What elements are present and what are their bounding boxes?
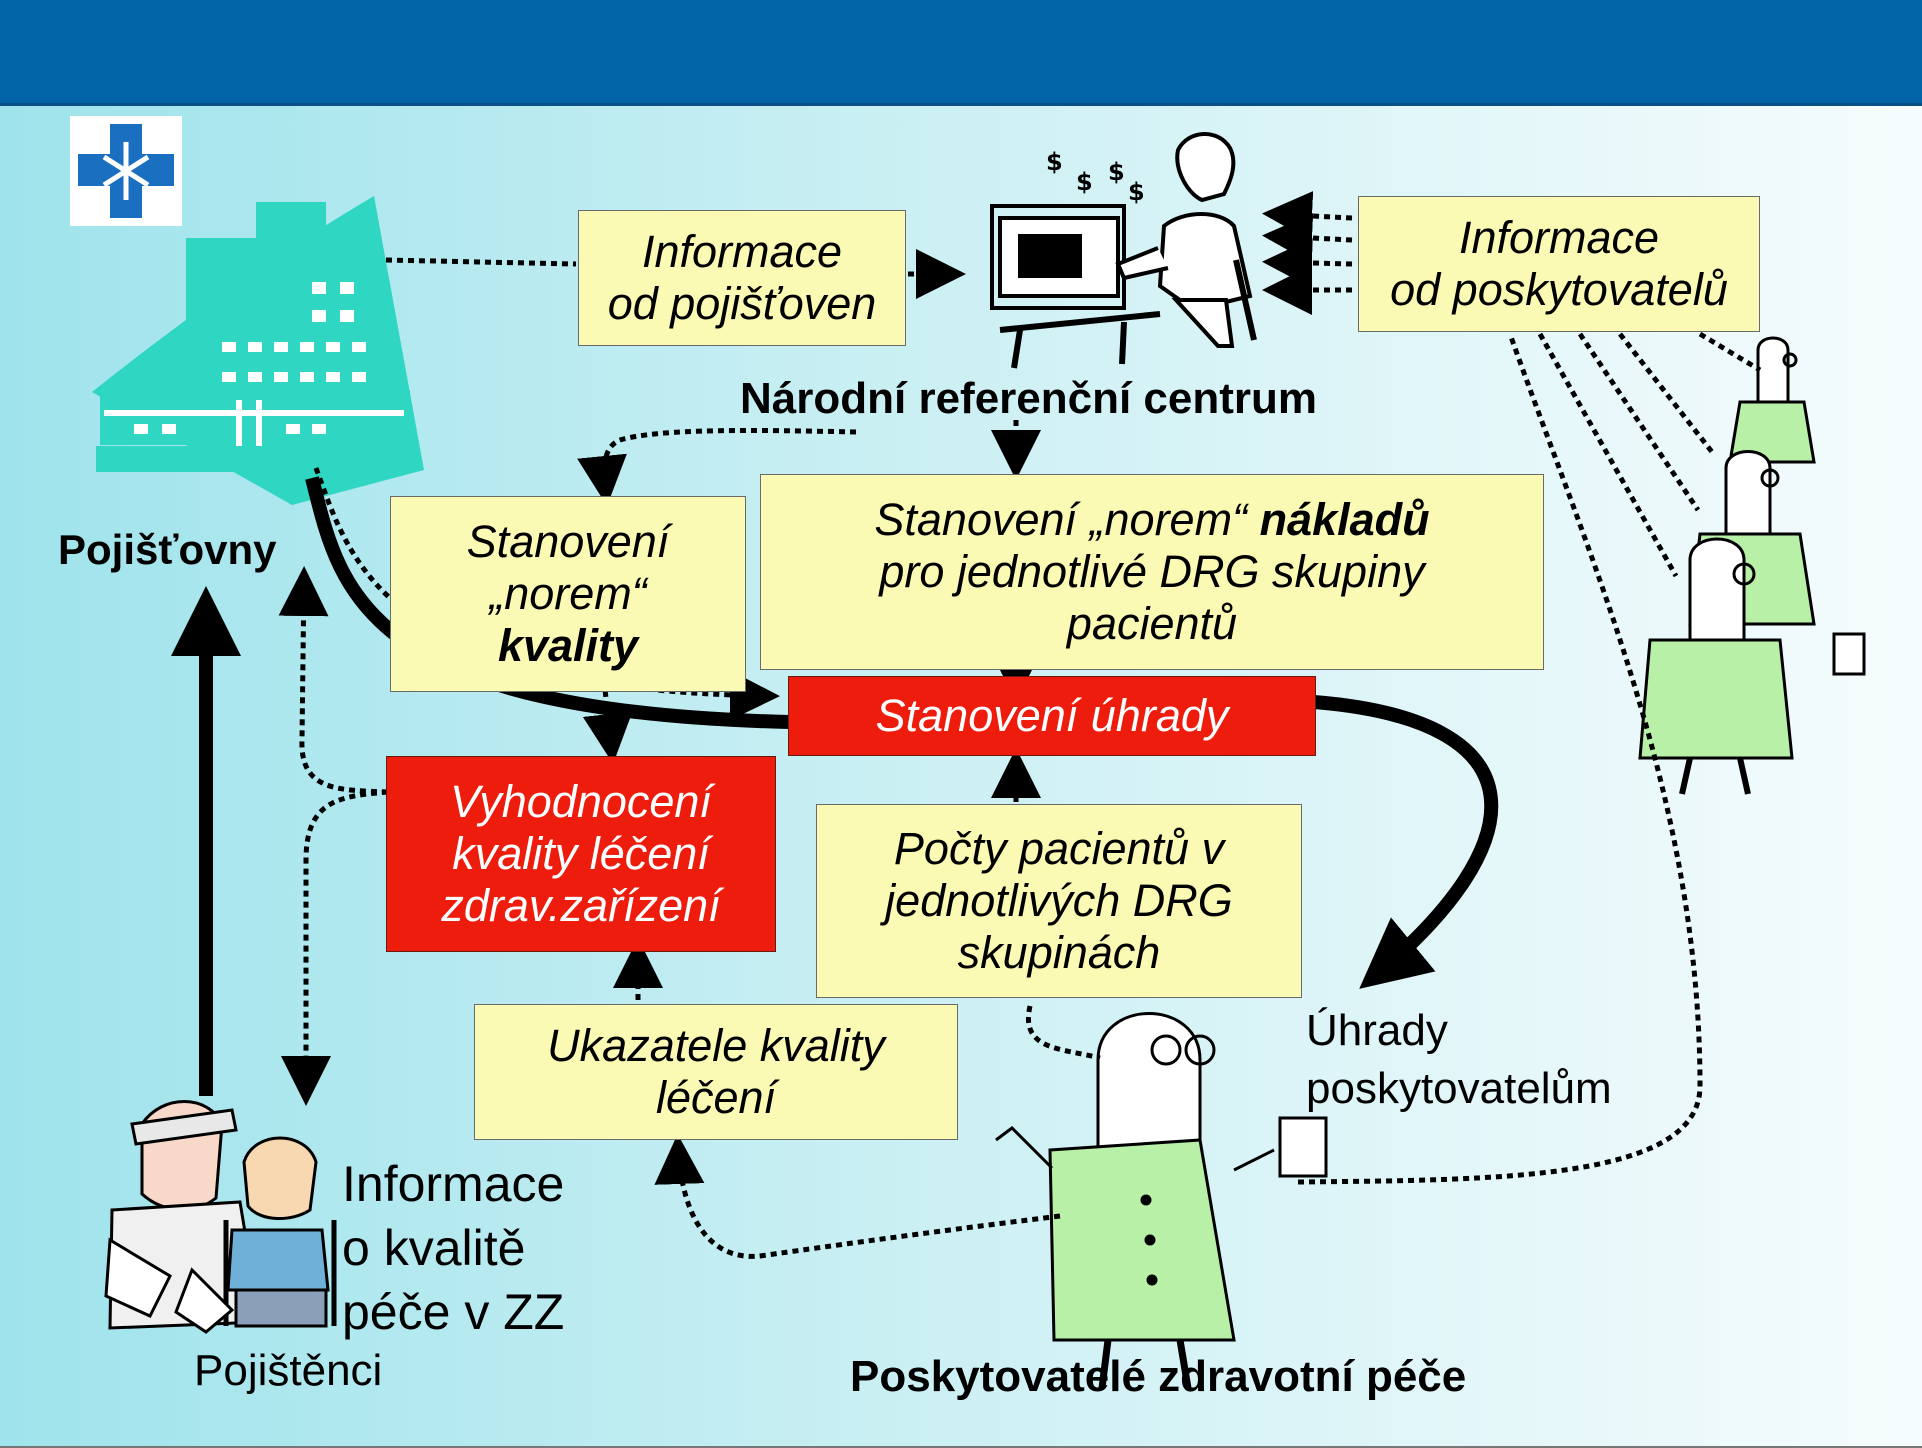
providers-label: Poskytovatelé zdravotní péče [850, 1352, 1467, 1401]
header-bar [0, 0, 1922, 106]
payment-determination-text: Stanovení úhrady [875, 690, 1229, 742]
insurers-label: Pojišťovny [58, 526, 277, 573]
patient-counts-line1: Počty pacientů v [893, 823, 1225, 875]
quality-info-label: Informace o kvalitě péče v ZZ [342, 1152, 564, 1344]
quality-indicators-box: Ukazatele kvality léčení [474, 1004, 958, 1140]
cost-norms-box: Stanovení „norem“ nákladů pro jednotlivé… [760, 474, 1544, 670]
info-from-insurers-line1: Informace [641, 226, 843, 278]
patient-counts-line2: jednotlivých DRG [885, 875, 1233, 927]
quality-indicators-line2: léčení [655, 1072, 777, 1123]
info-from-providers-line1: Informace [1458, 212, 1660, 264]
quality-evaluation-box: Vyhodnocení kvality léčení zdrav.zařízen… [386, 756, 776, 952]
info-from-insurers-line2: od pojišťoven [607, 278, 877, 329]
patient-counts-line3: skupinách [957, 926, 1161, 978]
payments-line2: poskytovatelům [1306, 1064, 1612, 1113]
info-from-providers-line2: od poskytovatelů [1390, 264, 1728, 315]
svg-text:$: $ [1076, 168, 1093, 196]
quality-norms-line2: „norem“ [489, 568, 647, 620]
quality-indicators-line1: Ukazatele kvality [547, 1020, 885, 1072]
quality-info-line1: Informace [342, 1156, 565, 1212]
cost-norms-prefix: Stanovení „norem“ [874, 494, 1260, 546]
quality-norms-line3: kvality [497, 619, 639, 671]
quality-evaluation-line3: zdrav.zařízení [441, 879, 721, 931]
cost-norms-line1: Stanovení „norem“ nákladů [874, 494, 1429, 546]
quality-norms-box: Stanovení „norem“ kvality [390, 496, 746, 692]
quality-info-line3: péče v ZZ [342, 1284, 565, 1340]
quality-evaluation-line1: Vyhodnocení [450, 776, 712, 828]
svg-text:$: $ [1108, 158, 1125, 186]
quality-norms-line1: Stanovení [466, 516, 670, 568]
cost-norms-bold: nákladů [1259, 494, 1430, 546]
info-from-insurers-box: Informace od pojišťoven [578, 210, 906, 346]
national-reference-center-label: Národní referenční centrum [740, 374, 1318, 423]
info-from-providers-box: Informace od poskytovatelů [1358, 196, 1760, 332]
quality-evaluation-line2: kvality léčení [452, 828, 710, 880]
patient-counts-box: Počty pacientů v jednotlivých DRG skupin… [816, 804, 1302, 998]
cost-norms-line3: pacientů [1066, 597, 1238, 649]
svg-text:$: $ [1128, 178, 1145, 206]
cost-norms-line2: pro jednotlivé DRG skupiny [879, 546, 1425, 598]
payments-line1: Úhrady [1306, 1006, 1448, 1055]
insured-label: Pojištěnci [194, 1346, 383, 1395]
payments-to-providers-label: Úhrady poskytovatelům [1306, 1002, 1612, 1118]
payment-determination-box: Stanovení úhrady [788, 676, 1316, 756]
quality-info-line2: o kvalitě [342, 1220, 526, 1276]
svg-text:$: $ [1046, 148, 1063, 176]
